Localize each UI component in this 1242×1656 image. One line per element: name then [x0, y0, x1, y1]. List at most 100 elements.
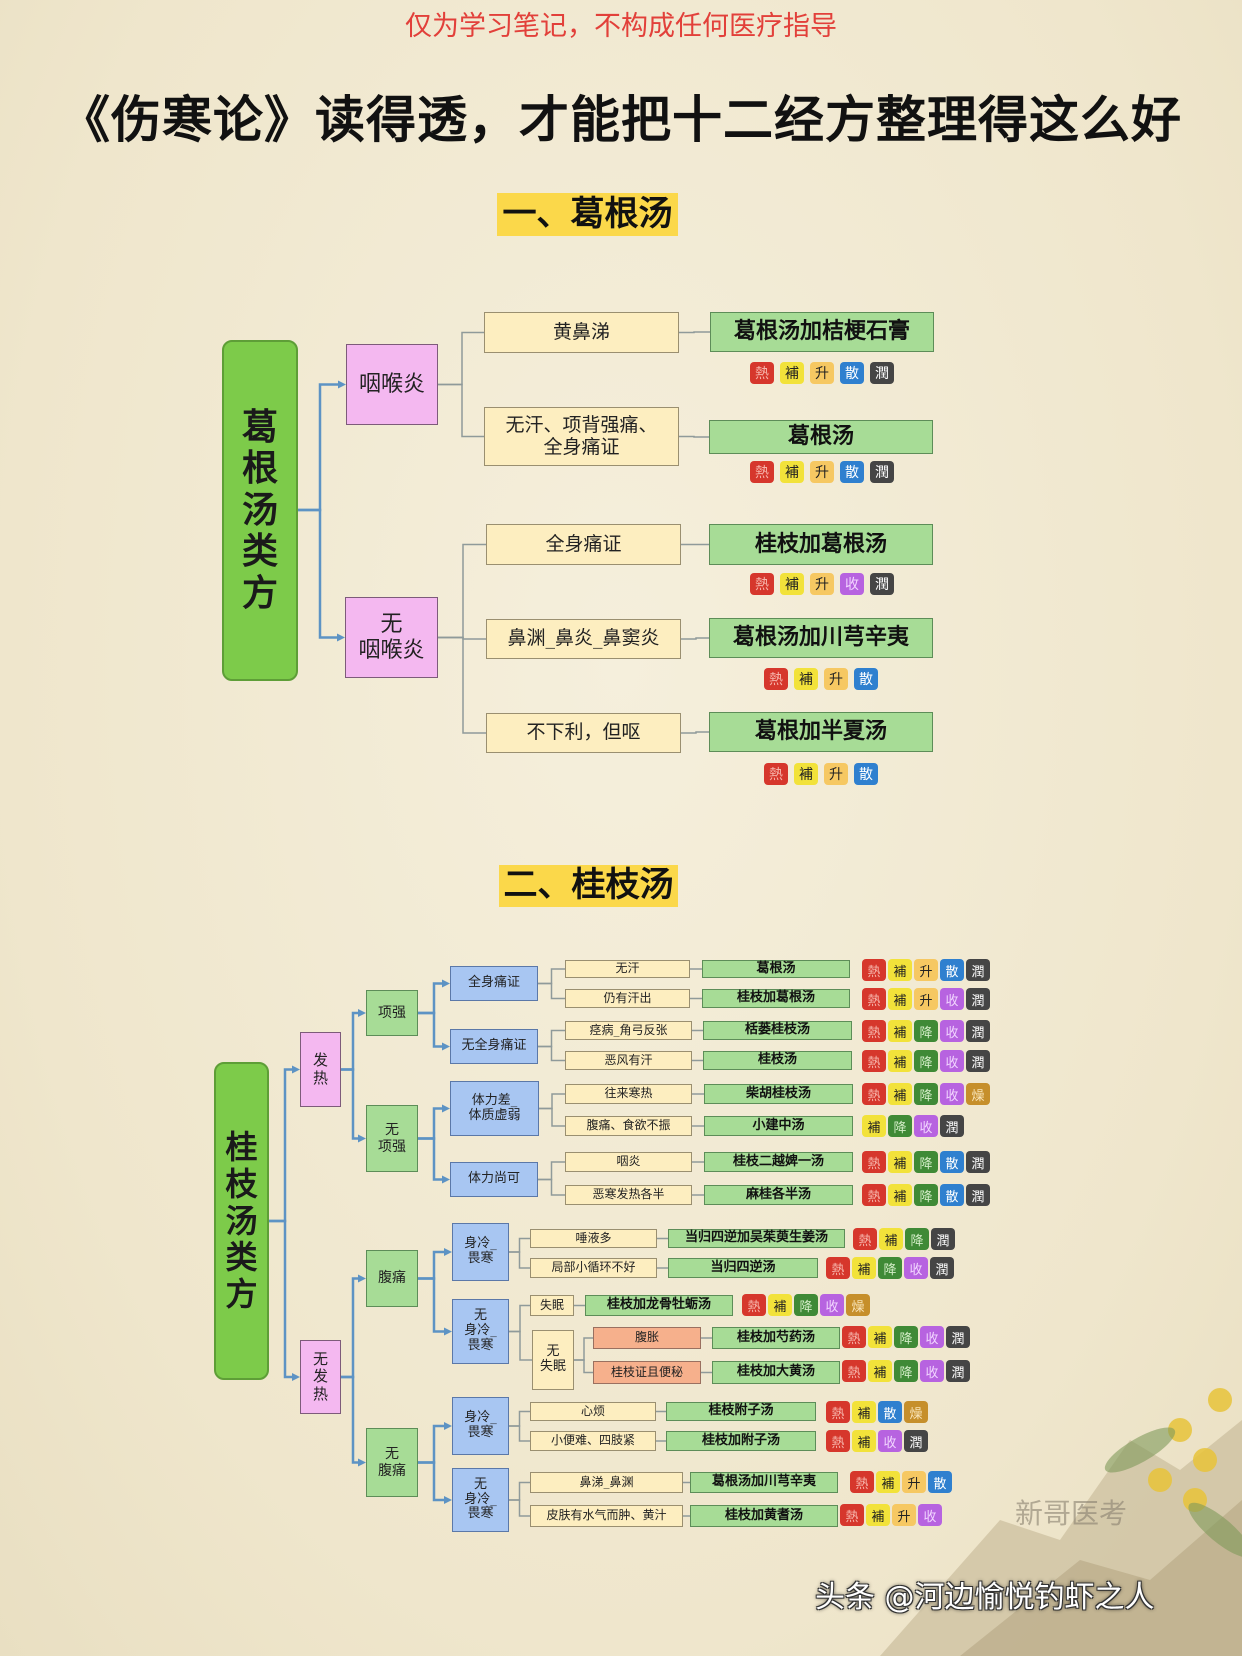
connector: [438, 636, 486, 734]
condition-node: 往来寒热: [565, 1084, 692, 1104]
property-tag: 補: [852, 1257, 876, 1279]
connector: [341, 1375, 362, 1464]
condition-node: 咽炎: [565, 1152, 692, 1172]
property-tag: 熱: [862, 1083, 886, 1105]
connector: [509, 1499, 530, 1517]
property-tag: 熱: [764, 763, 788, 785]
formula-node: 栝蒌桂枝汤: [703, 1021, 852, 1040]
property-tag: 升: [810, 461, 834, 483]
arrow-head: [358, 1274, 366, 1283]
property-tag: 降: [914, 1050, 938, 1072]
condition-node: 痉病_角弓反张: [565, 1021, 692, 1040]
connector: [418, 1277, 448, 1333]
property-tag: 升: [810, 362, 834, 384]
connector: [681, 637, 709, 640]
property-tag: 升: [914, 959, 938, 981]
property-tag: 降: [914, 1020, 938, 1042]
property-tag: 熱: [750, 461, 774, 483]
arrow-head: [358, 1009, 366, 1017]
arrow-head: [292, 1065, 300, 1074]
formula-node: 桂枝加大黄汤: [712, 1361, 840, 1384]
branch-node: 无 发 热: [300, 1340, 341, 1414]
section-heading: 二、桂枝汤: [499, 865, 678, 907]
formula-node: 桂枝附子汤: [666, 1402, 816, 1421]
property-tag: 補: [780, 573, 804, 595]
condition-node: 皮肤有水气而肿、黄汁: [530, 1505, 683, 1527]
property-tag: 補: [862, 1115, 886, 1137]
property-tag: 燥: [966, 1083, 990, 1105]
property-tag: 補: [888, 988, 912, 1010]
arrow-head: [338, 380, 346, 389]
property-tag: 散: [854, 668, 878, 690]
property-tag: 降: [914, 1151, 938, 1173]
condition-node: 无汗、项背强痛、全身痛证: [484, 407, 679, 466]
formula-node: 葛根汤: [702, 960, 850, 978]
formula-node: 葛根汤: [709, 420, 933, 454]
property-tag: 熱: [842, 1360, 866, 1382]
formula-node: 葛根汤加川芎辛夷: [709, 618, 933, 658]
property-tag: 補: [888, 1020, 912, 1042]
group-node: 无 腹痛: [366, 1428, 418, 1497]
property-tag: 降: [914, 1083, 938, 1105]
arrow-head: [358, 1458, 366, 1467]
branch-node: 咽喉炎: [346, 344, 438, 425]
condition-node: 黄鼻涕: [484, 312, 679, 353]
section-heading: 一、葛根汤: [497, 193, 678, 236]
mountain-shape: [960, 1500, 1242, 1656]
property-tag: 潤: [966, 1050, 990, 1072]
connector: [418, 1461, 448, 1502]
connector: [438, 383, 484, 438]
property-tag: 熱: [862, 959, 886, 981]
subgroup-node: 身冷_ 畏寒: [452, 1223, 509, 1281]
connector: [679, 331, 710, 334]
condition-node: 恶风有汗: [565, 1051, 692, 1070]
connector: [269, 1219, 296, 1379]
property-tag: 補: [794, 763, 818, 785]
arrow-head: [442, 979, 450, 988]
arrow-head: [337, 633, 345, 642]
connector: [418, 1011, 446, 1048]
osmanthus-flowers: [1104, 1388, 1242, 1558]
group-node: 无 项强: [366, 1105, 418, 1172]
formula-node: 桂枝加芍药汤: [712, 1327, 840, 1349]
property-tag: 熱: [826, 1401, 850, 1423]
property-tag: 潤: [870, 461, 894, 483]
property-tag: 熱: [862, 988, 886, 1010]
condition-node: 唾液多: [530, 1229, 657, 1248]
property-tag: 補: [866, 1504, 890, 1526]
condition-node: 局部小循环不好: [530, 1258, 657, 1278]
connector: [509, 1304, 530, 1333]
formula-node: 桂枝加龙骨牡蛎汤: [585, 1295, 733, 1316]
property-tag: 降: [894, 1326, 918, 1348]
property-tag: 收: [914, 1115, 938, 1137]
property-tag: 潤: [966, 1184, 990, 1206]
arrow-head: [442, 1104, 450, 1113]
property-tag: 熱: [840, 1504, 864, 1526]
property-tag: 潤: [946, 1360, 970, 1382]
formula-node: 葛根加半夏汤: [709, 712, 933, 752]
property-tag: 潤: [870, 573, 894, 595]
property-tag: 降: [905, 1228, 929, 1250]
property-tag: 潤: [940, 1115, 964, 1137]
arrow-head: [444, 1496, 452, 1504]
property-tag: 熱: [826, 1257, 850, 1279]
formula-node: 麻桂各半汤: [704, 1185, 853, 1205]
connector: [538, 1178, 565, 1196]
property-tag: 熱: [862, 1020, 886, 1042]
property-tag: 收: [820, 1294, 844, 1316]
property-tag: 燥: [904, 1401, 928, 1423]
branch-node: 无 咽喉炎: [345, 597, 438, 678]
property-tag: 升: [824, 763, 848, 785]
property-tag: 降: [914, 1184, 938, 1206]
property-tag: 熱: [842, 1326, 866, 1348]
property-tag: 降: [888, 1115, 912, 1137]
property-tag: 熱: [750, 362, 774, 384]
brand-watermark: 新哥医考: [1015, 1497, 1128, 1530]
property-tag: 散: [940, 1184, 964, 1206]
watermark: 头条 @河边愉悦钓虾之人: [815, 1580, 1155, 1615]
arrow-head: [444, 1422, 452, 1430]
property-tag: 補: [868, 1360, 892, 1382]
property-tag: 收: [904, 1257, 928, 1279]
formula-node: 当归四逆汤: [668, 1258, 818, 1278]
